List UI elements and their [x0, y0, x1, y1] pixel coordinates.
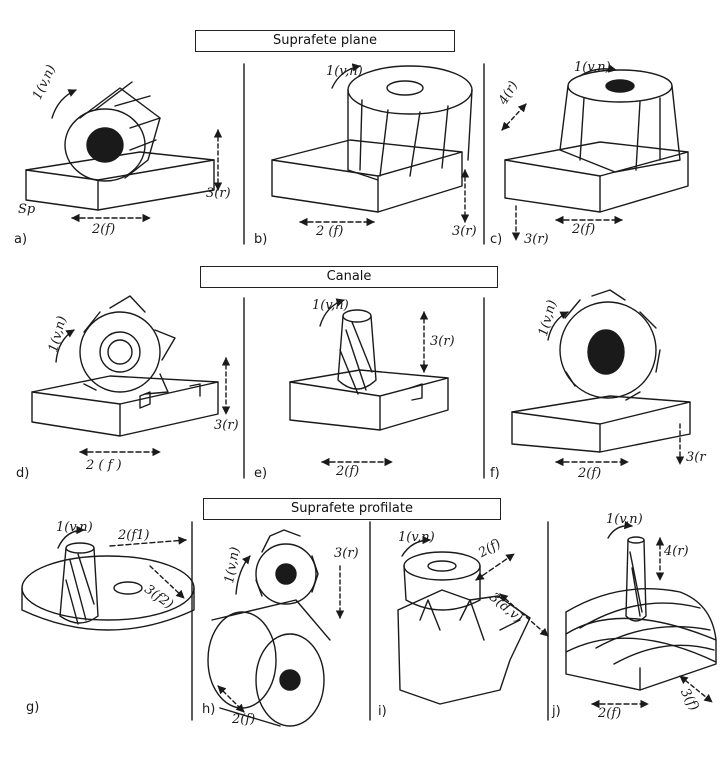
- panel-c-rotation-arrow: [579, 64, 617, 77]
- panel-i-rotation-label: 1(v,n): [398, 530, 435, 545]
- panel-f-caption: f): [490, 466, 500, 481]
- panel-d-rotation-arrow: [55, 329, 75, 363]
- panel-a-workpiece: [25, 151, 215, 211]
- panel-d-cutter: [79, 295, 176, 395]
- panel-a-cutter: [64, 81, 161, 182]
- panel-h-caption: h): [202, 702, 216, 717]
- panel-f-depth-label: 3(r: [686, 450, 706, 465]
- panel-e-caption: e): [254, 466, 268, 481]
- section-title: Canale: [326, 269, 372, 284]
- panel-i-extra-arrow: [499, 593, 549, 637]
- panel-e-rotation-arrow: [319, 298, 345, 327]
- panel-e-rotation-label: 1(v,n): [312, 298, 349, 313]
- panel-a-feed-label: 2(f): [92, 222, 116, 237]
- panel-g-feed1-arrow: [109, 536, 187, 547]
- section-header-plane: Suprafete plane: [195, 30, 455, 52]
- panel-d-depth-label: 3(r): [214, 418, 239, 433]
- panel-d-feed-label: 2 ( f ): [86, 458, 122, 473]
- panel-j-feed1-label: 2(f): [598, 706, 622, 721]
- panel-a-rotation-arrow: [51, 89, 77, 119]
- panel-a-depth-label: 3(r): [206, 186, 231, 201]
- panel-h-rotation-arrow: [235, 555, 251, 595]
- panel-j-rotation-arrow: [607, 520, 633, 539]
- panel-b-rotation-arrow: [331, 63, 361, 89]
- panel-e-cutter: [337, 309, 377, 395]
- panel-b-rotation-label: 1(v,n): [326, 64, 363, 79]
- section-header-canale: Canale: [200, 266, 498, 288]
- panel-g-caption: g): [26, 700, 40, 715]
- panel-e-workpiece: [289, 369, 449, 431]
- panel-c-cutter: [559, 69, 681, 173]
- panel-d-workpiece: [31, 375, 219, 437]
- panel-j-caption: j): [552, 704, 561, 719]
- panel-c-caption: c): [490, 232, 503, 247]
- panel-b-caption: b): [254, 232, 268, 247]
- panel-b-cutter: [347, 65, 473, 181]
- section-header-profilate: Suprafete profilate: [203, 498, 501, 520]
- panel-f-workpiece: [511, 395, 691, 453]
- panel-h-feed-arrow: [217, 685, 245, 713]
- panel-j-cutter: [625, 536, 647, 622]
- panel-e-feed-label: 2(f): [336, 464, 360, 479]
- section-title: Suprafete profilate: [291, 501, 413, 516]
- panel-g-rotation-label: 1(v,n): [56, 520, 93, 535]
- panel-g-feed1-label: 2(f1): [118, 528, 150, 543]
- panel-f-rotation-arrow: [547, 311, 569, 341]
- panel-c-feed-label: 2(f): [572, 222, 596, 237]
- panel-g-feed2-arrow: [149, 565, 185, 599]
- panel-a-caption: a): [14, 232, 28, 247]
- section-title: Suprafete plane: [273, 33, 377, 48]
- panel-b-depth-label: 3(r): [452, 224, 477, 239]
- panel-a-surface-label: Sp: [18, 202, 36, 217]
- panel-e-depth-label: 3(r): [430, 334, 455, 349]
- panel-h-depth-label: 3(r): [334, 546, 359, 561]
- panel-h-feed-label: 2(f): [232, 712, 256, 727]
- panel-j-feed2-arrow: [679, 675, 713, 703]
- panel-j-workpiece: [565, 588, 717, 691]
- panel-c-rotation-label: 1(v,n): [574, 60, 611, 75]
- panel-i-caption: i): [378, 704, 387, 719]
- panel-f-cutter: [559, 289, 661, 401]
- panel-c-depth-label: 3(r): [524, 232, 549, 247]
- panel-j-rotation-label: 1(v,n): [606, 512, 643, 527]
- panel-f-feed-label: 2(f): [578, 466, 602, 481]
- panel-b-feed-label: 2 (f): [316, 224, 344, 239]
- panel-d-caption: d): [16, 466, 30, 481]
- panel-j-depth-label: 4(r): [664, 544, 689, 559]
- panel-h-cutter: [255, 529, 319, 605]
- panel-c-side-arrow: [501, 103, 527, 131]
- panel-i-rotation-arrow: [401, 535, 431, 557]
- panel-c-workpiece: [504, 141, 689, 213]
- panel-h-workpiece: [207, 599, 331, 727]
- panel-g-cutter: [59, 542, 99, 625]
- panel-g-rotation-arrow: [57, 525, 85, 549]
- panel-g-workpiece: [21, 555, 195, 631]
- panel-i-feed-arrow: [475, 553, 515, 581]
